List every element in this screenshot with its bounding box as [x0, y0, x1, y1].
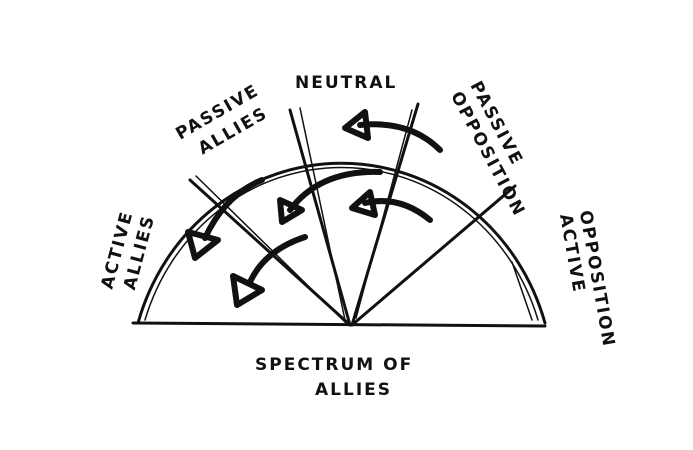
sketch-stroke — [511, 261, 533, 321]
spoke-neutral-passive-opposition — [350, 102, 420, 327]
svg-text:SPECTRUM OF: SPECTRUM OF — [255, 355, 413, 375]
spoke-passive-allies-neutral — [288, 108, 352, 327]
baseline — [131, 321, 547, 328]
arrow-icon — [277, 168, 383, 225]
semicircle-arc — [136, 161, 547, 325]
arrow-icon — [185, 177, 265, 261]
segment-label-active-opposition: ACTIVE OPPOSITION — [555, 209, 619, 349]
svg-text:NEUTRAL: NEUTRAL — [295, 73, 397, 93]
segment-label-passive-allies: PASSIVE ALLIES — [173, 81, 272, 160]
arrow-icon — [230, 234, 308, 308]
spokes — [188, 102, 517, 327]
arrow-icon — [349, 189, 433, 223]
segment-label-active-allies: ACTIVE ALLIES — [98, 209, 160, 293]
segment-label-neutral: NEUTRAL — [295, 73, 397, 93]
arrow-icon — [342, 109, 443, 153]
svg-text:ALLIES: ALLIES — [315, 380, 392, 400]
diagram-title: SPECTRUM OF ALLIES — [255, 355, 413, 400]
segment-label-passive-opposition: PASSIVE OPPOSITION — [446, 78, 529, 220]
semicircle-arc-inner — [144, 166, 539, 321]
shift-arrows — [185, 109, 443, 308]
